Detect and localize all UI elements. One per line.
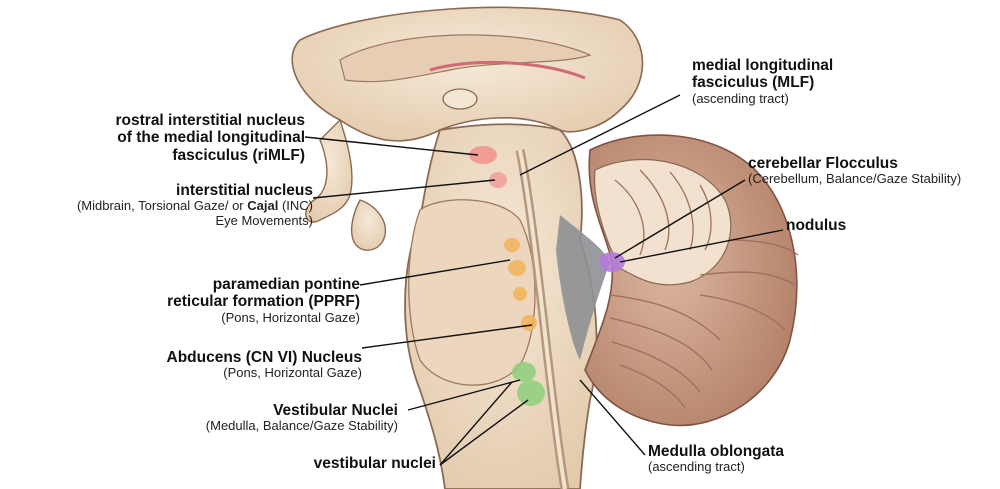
- label-INC-sub1: (Midbrain, Torsional Gaze/ or Cajal (INC…: [0, 199, 313, 214]
- label-abducens-title: Abducens (CN VI) Nucleus: [100, 349, 362, 366]
- label-PPRF: paramedian pontine reticular formation (…: [100, 276, 360, 325]
- label-medulla-sub: (ascending tract): [648, 460, 848, 475]
- label-riMLF: rostral interstitial nucleus of the medi…: [40, 112, 305, 164]
- label-vestibular-nuclei: Vestibular Nuclei (Medulla, Balance/Gaze…: [120, 402, 398, 434]
- label-vestibular-nuclei-lower: vestibular nuclei: [200, 455, 436, 472]
- label-medulla-title: Medulla oblongata: [648, 443, 848, 460]
- label-PPRF-title: paramedian pontine reticular formation (…: [100, 276, 360, 311]
- label-nodulus-title: nodulus: [786, 217, 906, 234]
- label-INC-title: interstitial nucleus: [0, 182, 313, 199]
- label-INC: interstitial nucleus (Midbrain, Torsiona…: [0, 182, 313, 228]
- label-vestibular-nuclei-lower-title: vestibular nuclei: [200, 455, 436, 472]
- label-vestibular-nuclei-title: Vestibular Nuclei: [120, 402, 398, 419]
- label-flocculus: cerebellar Flocculus (Cerebellum, Balanc…: [748, 155, 998, 187]
- label-MLF-sub: (ascending tract): [692, 92, 932, 107]
- label-PPRF-sub: (Pons, Horizontal Gaze): [100, 311, 360, 326]
- abducens-marker: [521, 315, 537, 331]
- label-flocculus-sub: (Cerebellum, Balance/Gaze Stability): [748, 172, 998, 187]
- pituitary-gland: [352, 200, 386, 250]
- label-vestibular-nuclei-sub: (Medulla, Balance/Gaze Stability): [120, 419, 398, 434]
- label-abducens-sub: (Pons, Horizontal Gaze): [100, 366, 362, 381]
- label-abducens: Abducens (CN VI) Nucleus (Pons, Horizont…: [100, 349, 362, 381]
- label-medulla: Medulla oblongata (ascending tract): [648, 443, 848, 475]
- label-flocculus-title: cerebellar Flocculus: [748, 155, 998, 172]
- label-INC-sub2: Eye Movements): [0, 214, 313, 229]
- label-nodulus: nodulus: [786, 217, 906, 234]
- label-MLF: medial longitudinal fasciculus (MLF) (as…: [692, 57, 932, 106]
- label-riMLF-title: rostral interstitial nucleus of the medi…: [40, 112, 305, 164]
- label-MLF-title: medial longitudinal fasciculus (MLF): [692, 57, 932, 92]
- mammillary-body: [443, 89, 477, 109]
